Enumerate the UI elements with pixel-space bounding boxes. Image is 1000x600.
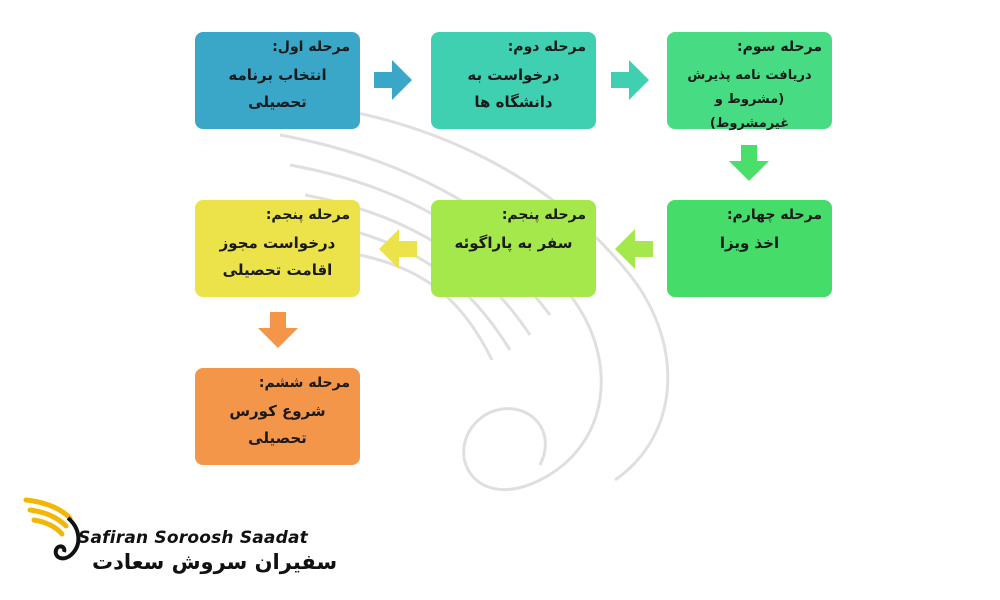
brand-name-persian: سفیران سروش سعادت [92,550,338,574]
arrow-left-icon [379,229,417,269]
swan-wing-logo-icon [23,497,81,561]
step-1-heading: مرحله اول: [272,39,350,55]
step-1-text: انتخاب برنامه تحصیلی [228,66,327,111]
arrow-left-icon [615,229,653,269]
step-3-text: دریافت نامه پذیرش (مشروط و غیرمشروط) [687,68,812,131]
step-6-text: درخواست مجوز اقامت تحصیلی [219,234,336,279]
step-1-box: مرحله اول: انتخاب برنامه تحصیلی [195,32,360,129]
arrow-down-icon [729,145,769,181]
step-2-heading: مرحله دوم: [507,39,586,55]
step-5-text: سفر به پاراگوئه [454,234,573,252]
step-3-heading: مرحله سوم: [737,39,822,55]
step-4-box: مرحله چهارم: اخذ ویزا [667,200,832,297]
step-3-box: مرحله سوم: دریافت نامه پذیرش (مشروط و غی… [667,32,832,131]
step-7-heading: مرحله ششم: [258,375,350,391]
step-2-box: مرحله دوم: درخواست به دانشگاه ها [431,32,596,129]
step-4-text: اخذ ویزا [719,234,780,252]
step-5-heading: مرحله پنجم: [501,207,586,223]
step-6-heading: مرحله پنجم: [265,207,350,223]
arrow-right-icon [611,60,649,100]
step-4-heading: مرحله چهارم: [726,207,822,223]
arrow-down-icon [258,312,298,348]
step-7-text: شروع کورس تحصیلی [229,402,326,447]
step-7-box: مرحله ششم: شروع کورس تحصیلی [195,368,360,465]
brand-name-english: Safiran Soroosh Saadat [78,528,308,548]
step-6-box: مرحله پنجم: درخواست مجوز اقامت تحصیلی [195,200,360,297]
step-5-box: مرحله پنجم: سفر به پاراگوئه [431,200,596,297]
arrow-right-icon [374,60,412,100]
step-2-text: درخواست به دانشگاه ها [467,66,560,111]
